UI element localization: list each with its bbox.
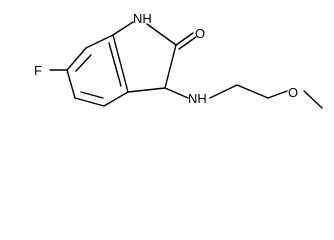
structure-canvas: NH O F NH O <box>34 11 323 109</box>
bond-c3-nh <box>164 87 189 99</box>
amine-nh-label: NH <box>188 91 207 106</box>
bond-c7a-n1 <box>112 21 134 36</box>
bond-n1-c2 <box>146 23 177 46</box>
bond-ch2a-ch2b <box>236 84 269 99</box>
bond-c6-c5 <box>66 69 76 99</box>
bond-c4-c3a <box>103 91 129 107</box>
fluorine-label: F <box>34 63 42 78</box>
bond-c3a-c7a-inner <box>108 42 122 87</box>
bond-o-ch3 <box>303 90 323 109</box>
bond-c7-c6-inner <box>75 54 92 72</box>
bond-c7a-c7 <box>85 34 114 49</box>
bond-c2-o-b <box>178 36 197 50</box>
bond-c5-c4 <box>74 97 105 107</box>
bond-c2-c3 <box>164 44 177 89</box>
bond-c7-c6 <box>66 47 87 71</box>
bond-ch2b-o <box>267 90 288 99</box>
bond-c2-o-a <box>175 32 194 46</box>
bond-c5-c4-inner <box>80 91 104 99</box>
carbonyl-oxygen-label: O <box>195 26 205 41</box>
ring-nh-label: NH <box>133 11 152 26</box>
bond-nh-ch2a <box>209 84 238 99</box>
bond-c3a-c7a <box>112 34 129 93</box>
molecule-structure: NH O F NH O <box>34 11 323 109</box>
ether-oxygen-label: O <box>288 85 298 100</box>
bond-c3-c3a <box>127 87 166 93</box>
